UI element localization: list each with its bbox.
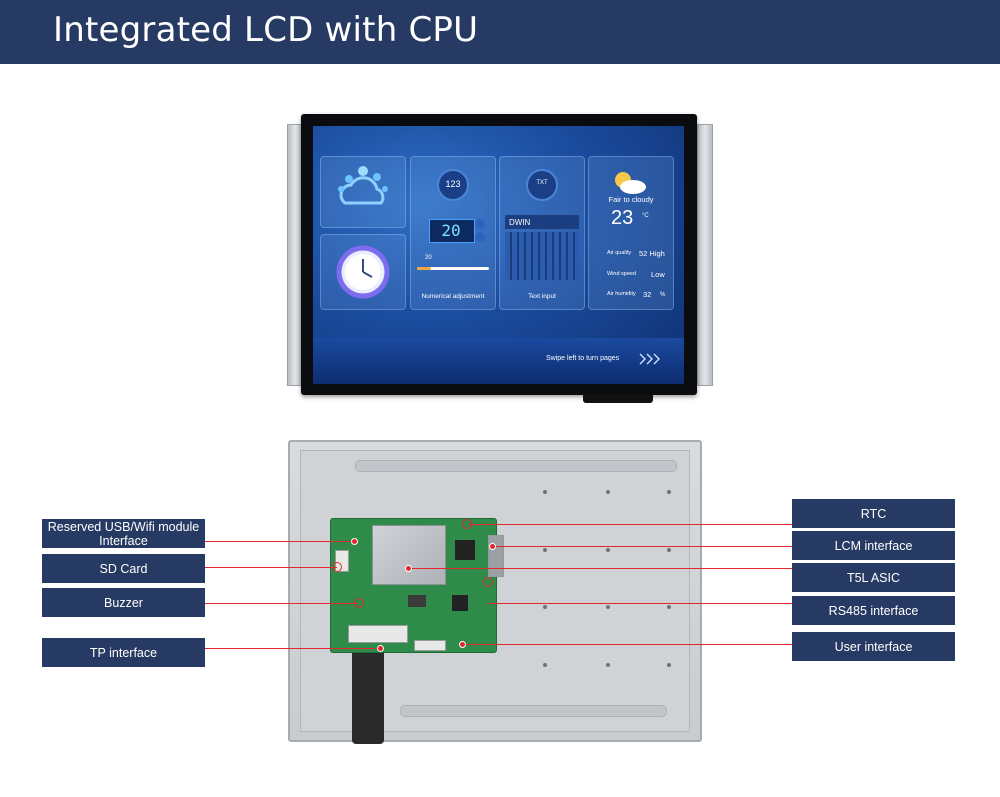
buzzer-marker [354, 598, 364, 608]
decrement-icon[interactable] [475, 232, 485, 242]
callout-t5l-asic: T5L ASIC [792, 563, 955, 592]
screw-hole [667, 548, 671, 552]
callout-usb-wifi: Reserved USB/Wifi module Interface [42, 519, 205, 548]
screw-hole [667, 490, 671, 494]
screw-hole [543, 548, 547, 552]
keypad-icon-text: 123 [445, 179, 461, 189]
callout-rs485-interface: RS485 interface [792, 596, 955, 625]
top-slot [355, 460, 677, 472]
number-value: 20 [441, 221, 461, 240]
humidity-value: 32 [643, 290, 652, 299]
swipe-hint: Swipe left to turn pages [546, 355, 620, 362]
screw-hole [667, 605, 671, 609]
number-display [429, 219, 475, 243]
humidity-label: Air humidity [607, 291, 636, 297]
on-screen-keyboard[interactable] [505, 232, 579, 280]
double-chevron-right-icon [639, 353, 660, 365]
screw-hole [543, 490, 547, 494]
text-input-value: DWIN [509, 218, 531, 227]
increment-icon[interactable] [475, 219, 485, 229]
document-icon-text: TXT [536, 180, 548, 186]
keypad-icon [437, 169, 469, 201]
text-input-box[interactable] [505, 215, 579, 229]
user-leader [462, 644, 792, 645]
user-connector [414, 640, 446, 651]
lcm-connector [488, 535, 504, 577]
sun-cloud-icon [615, 172, 646, 194]
ic-chip [452, 595, 468, 611]
screw-hole [667, 663, 671, 667]
callout-rtc: RTC [792, 499, 955, 528]
tp-leader [205, 648, 380, 649]
bottom-slot [400, 705, 667, 717]
lcd-connector-tab [583, 394, 653, 403]
weather-card: Fair to cloudy 23 °C Air quality 52 High… [588, 156, 674, 310]
tp-marker [377, 645, 384, 652]
callout-sd-card: SD Card [42, 554, 205, 583]
wind-speed-label: Wind speed [607, 271, 637, 277]
asic-marker [405, 565, 412, 572]
rtc-leader [468, 524, 792, 525]
wind-speed-value: Low [651, 270, 665, 279]
document-icon [526, 169, 558, 201]
adjust-slider[interactable] [417, 267, 489, 270]
slider-value: 20 [425, 255, 432, 261]
temperature-value: 23 [611, 207, 634, 229]
lcm-marker [489, 543, 496, 550]
ic-chip [408, 595, 426, 607]
page-title: Integrated LCD with CPU [53, 10, 479, 50]
usb-wifi-marker [351, 538, 358, 545]
slider-fill [417, 267, 431, 270]
air-quality-value: 52 High [639, 249, 665, 258]
clock-card [320, 234, 406, 310]
rs485-marker [483, 577, 493, 587]
numerical-label: Numerical adjustment [421, 293, 485, 300]
usb-wifi-leader [205, 541, 353, 542]
rtc-marker [462, 519, 472, 529]
sd-card-marker [332, 562, 342, 572]
tp-connector [348, 625, 408, 643]
callout-user-interface: User interface [792, 632, 955, 661]
screw-hole [606, 490, 610, 494]
screw-hole [606, 663, 610, 667]
humidity-unit: % [660, 292, 666, 298]
callout-buzzer: Buzzer [42, 588, 205, 617]
screw-hole [606, 548, 610, 552]
lcm-leader [492, 546, 792, 547]
right-mount-bracket [697, 124, 713, 386]
tp-flex-cable [352, 648, 384, 744]
cloud-network-icon [338, 166, 388, 205]
weather-title: Fair to cloudy [608, 195, 654, 204]
air-quality-label: Air quality [607, 250, 632, 256]
ic-chip [455, 540, 475, 560]
cloud-card [320, 156, 406, 228]
buzzer-leader [205, 603, 358, 604]
header-banner: Integrated LCD with CPU [0, 0, 1000, 64]
lcd-screen: 123 20 20 Numerical adjustment TXT DWIN … [313, 126, 684, 384]
user-marker [459, 641, 466, 648]
text-input-card: TXT DWIN Text input [499, 156, 585, 310]
callout-tp-interface: TP interface [42, 638, 205, 667]
sd-card-leader [205, 567, 337, 568]
asic-leader [408, 568, 792, 569]
screw-hole [606, 605, 610, 609]
callout-lcm-interface: LCM interface [792, 531, 955, 560]
text-input-label: Text input [528, 293, 556, 300]
screw-hole [543, 605, 547, 609]
numerical-card: 123 20 20 Numerical adjustment [410, 156, 496, 310]
rs485-leader [488, 603, 792, 604]
t5l-asic-shield [372, 525, 446, 585]
swipe-bar[interactable]: Swipe left to turn pages [313, 338, 684, 384]
screw-hole [543, 663, 547, 667]
clock-icon [336, 245, 390, 299]
temperature-unit: °C [642, 213, 649, 219]
